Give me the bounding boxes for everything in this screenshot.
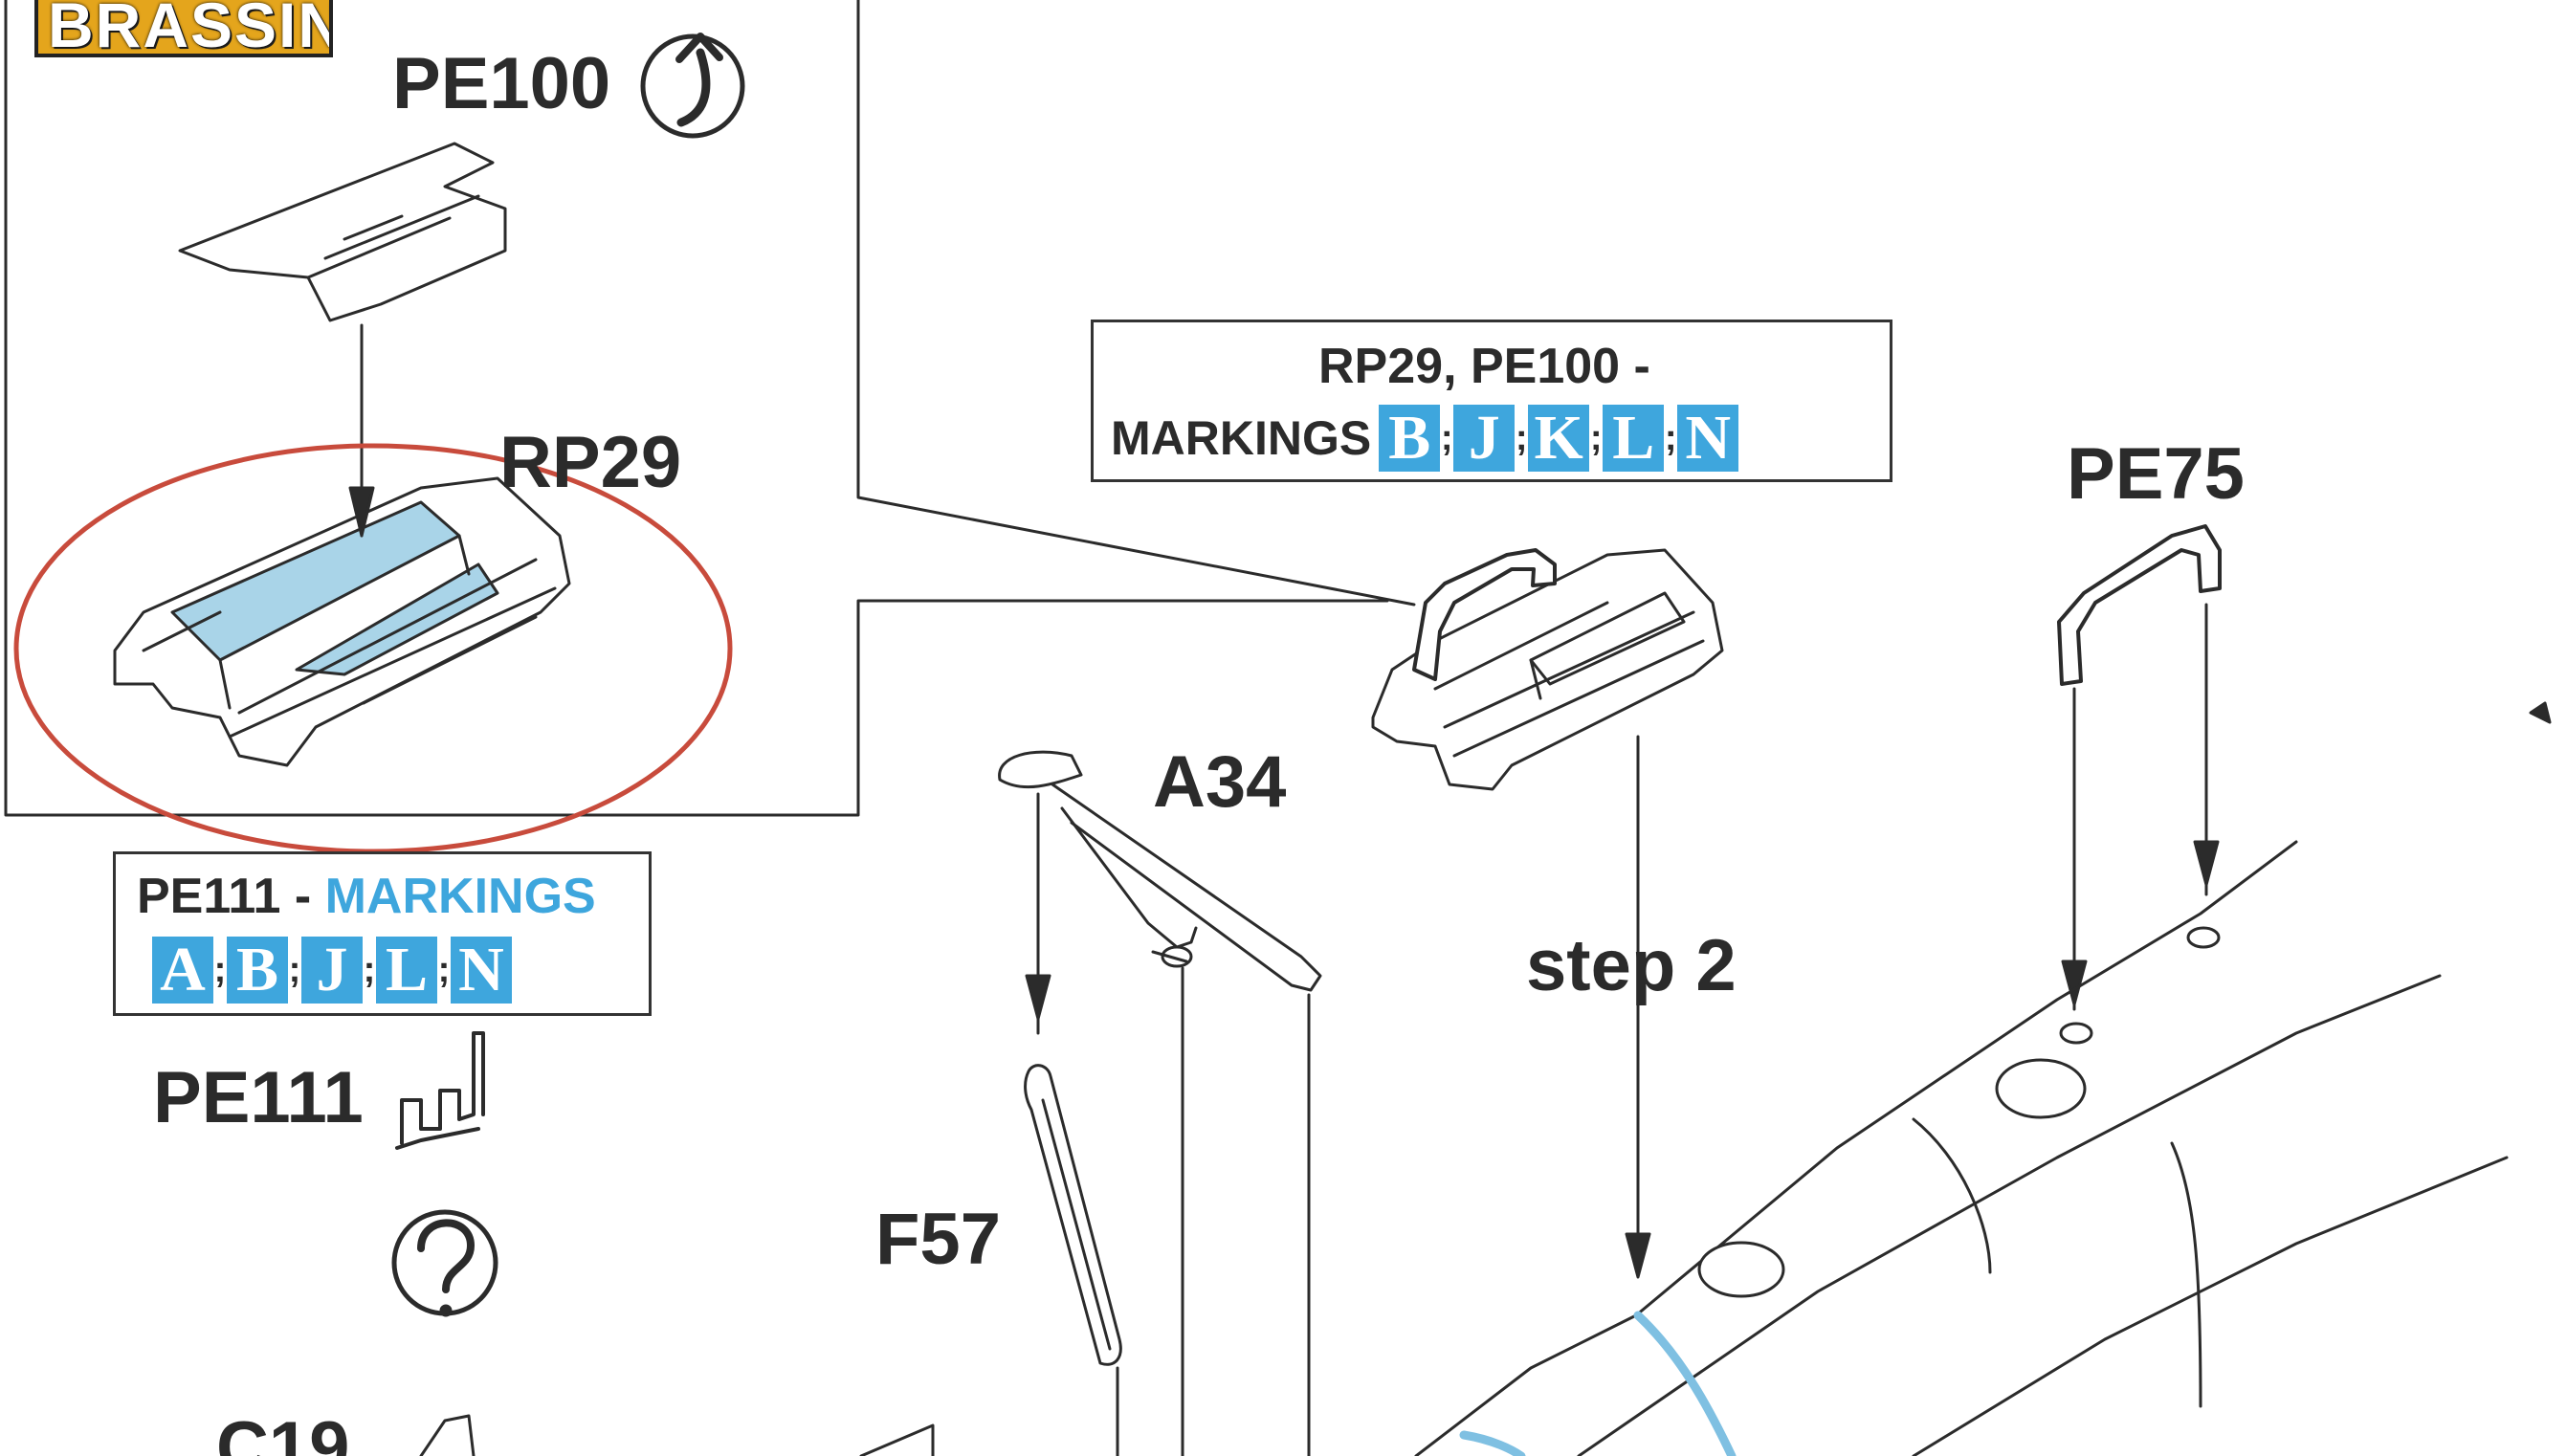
marking-tile: B bbox=[227, 937, 288, 1004]
markings-box-title: RP29, PE100 - bbox=[1318, 339, 1650, 394]
markings-word: MARKINGS bbox=[1111, 411, 1372, 465]
a34-arrowhead bbox=[1025, 974, 1051, 1021]
callout-pointer-line bbox=[856, 0, 1416, 607]
pe75-arrowhead-2 bbox=[2193, 840, 2220, 887]
brassin-logo: BRASSIN bbox=[34, 0, 333, 57]
f57-part bbox=[1024, 1064, 1122, 1366]
label-f57: F57 bbox=[875, 1199, 1001, 1280]
rp29-part-installed bbox=[1371, 548, 1724, 791]
markings-word: MARKINGS bbox=[324, 869, 596, 924]
fuselage-body bbox=[1414, 701, 2552, 1456]
question-circle-icon bbox=[391, 1209, 498, 1317]
step2-arrowhead bbox=[1625, 1232, 1651, 1279]
marking-separator: ; bbox=[1664, 417, 1677, 458]
marking-tile: A bbox=[152, 937, 213, 1004]
label-c19: C19 bbox=[216, 1407, 350, 1456]
markings-row: MARKINGS B;J;K;L;N bbox=[1111, 405, 1739, 472]
marking-separator: ; bbox=[1515, 417, 1528, 458]
markings-box-rp29-pe100: RP29, PE100 - MARKINGS B;J;K;L;N bbox=[1091, 320, 1892, 482]
markings-box-title: PE111 - MARKINGS bbox=[137, 871, 596, 921]
marking-tile: J bbox=[301, 937, 363, 1004]
markings-box-pe111: PE111 - MARKINGS A;B;J;L;N bbox=[113, 851, 652, 1016]
marking-separator: ; bbox=[437, 949, 451, 990]
a34-part bbox=[998, 750, 1322, 992]
label-a34: A34 bbox=[1153, 741, 1287, 823]
marking-tile: J bbox=[1453, 405, 1516, 472]
label-pe100: PE100 bbox=[392, 43, 611, 124]
pe75-arrowhead-1 bbox=[2061, 960, 2088, 1006]
label-pe75: PE75 bbox=[2067, 433, 2245, 515]
rp29-arrowhead bbox=[348, 486, 375, 538]
markings-row: A;B;J;L;N bbox=[152, 937, 512, 1004]
marking-tile: N bbox=[1677, 405, 1739, 472]
arrow-up-circle-icon bbox=[640, 33, 745, 139]
label-step2: step 2 bbox=[1526, 925, 1737, 1006]
marking-separator: ; bbox=[213, 949, 227, 990]
marking-separator: ; bbox=[363, 949, 376, 990]
marking-separator: ; bbox=[288, 949, 301, 990]
brand-text: BRASSIN bbox=[48, 0, 333, 57]
label-pe111: PE111 bbox=[153, 1057, 364, 1138]
blue-marking-lines bbox=[1459, 1311, 1737, 1456]
marking-tile: B bbox=[1379, 405, 1441, 472]
pe75-part bbox=[1412, 524, 2222, 686]
marking-tile: K bbox=[1528, 405, 1590, 472]
pe111-bracket-icon bbox=[395, 1031, 485, 1150]
rp29-part bbox=[113, 476, 571, 767]
c19-part bbox=[419, 1414, 935, 1456]
marking-separator: ; bbox=[1589, 417, 1603, 458]
label-rp29: RP29 bbox=[499, 422, 682, 503]
marking-separator: ; bbox=[1440, 417, 1453, 458]
marking-tile: N bbox=[451, 937, 512, 1004]
markings-box-prefix: PE111 - bbox=[137, 869, 325, 924]
marking-tile: L bbox=[376, 937, 437, 1004]
pe100-part bbox=[178, 142, 507, 322]
marking-tile: L bbox=[1603, 405, 1665, 472]
detail-panel-frame bbox=[4, 0, 1389, 817]
